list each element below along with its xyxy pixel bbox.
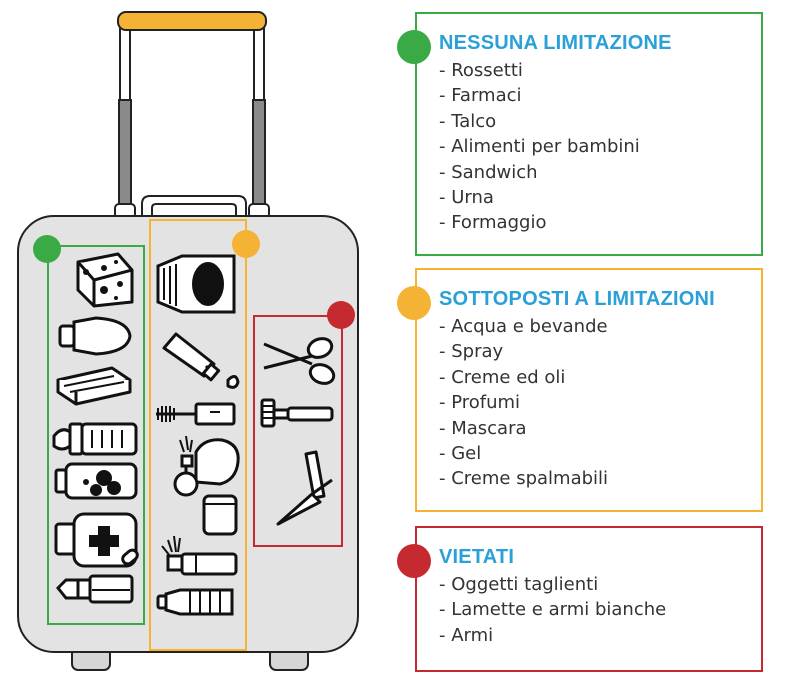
legend-item: Oggetti taglienti [439, 572, 666, 597]
zone-orange-frame [149, 219, 247, 651]
baby-food-jar-icon [58, 316, 132, 356]
orange-dot-icon [397, 286, 431, 320]
spread-jar-icon [156, 254, 236, 314]
first-aid-kit-icon [54, 512, 139, 568]
razor-icon [260, 398, 334, 428]
spray-can-icon [161, 535, 238, 576]
legend-item: Mascara [439, 416, 608, 441]
water-bottle-icon [156, 588, 234, 616]
mascara-icon [156, 402, 236, 426]
legend-no-limits: NESSUNA LIMITAZIONE Rossetti Farmaci Tal… [397, 12, 763, 256]
scissors-icon [263, 337, 336, 385]
legend-item: Rossetti [439, 58, 640, 83]
zone-green-frame [47, 245, 145, 625]
legend-forbidden: VIETATI Oggetti taglienti Lamette e armi… [397, 526, 763, 672]
legend-item: Acqua e bevande [439, 314, 608, 339]
legend-title: SOTTOPOSTI A LIMITAZIONI [439, 288, 715, 310]
cheese-icon [76, 252, 134, 308]
legend-item-list: Acqua e bevande Spray Creme ed oli Profu… [439, 314, 608, 492]
legend-item: Creme spalmabili [439, 466, 608, 491]
carry-handle [141, 195, 247, 218]
legend-item: Armi [439, 623, 666, 648]
cream-tube-icon [162, 332, 240, 389]
zone-orange-dot [232, 230, 260, 258]
talc-bottle-icon [54, 462, 138, 500]
legend-item: Urna [439, 185, 640, 210]
suitcase-illustration [17, 11, 359, 671]
legend-item: Profumi [439, 390, 608, 415]
legend-title: NESSUNA LIMITAZIONE [439, 32, 672, 54]
legend-item: Sandwich [439, 160, 640, 185]
trolley-handle [114, 11, 270, 219]
baby-bottle-icon [52, 422, 138, 456]
knife-icon [276, 450, 333, 526]
legend-item: Farmaci [439, 83, 640, 108]
legend-limited: SOTTOPOSTI A LIMITAZIONI Acqua e bevande… [397, 268, 763, 512]
zone-red-frame [253, 315, 343, 547]
perfume-bottles-icon [173, 435, 240, 497]
zone-red-dot [327, 301, 355, 329]
legend-item: Spray [439, 339, 608, 364]
legend-item-list: Oggetti taglienti Lamette e armi bianche… [439, 572, 666, 648]
legend-item: Lamette e armi bianche [439, 597, 666, 622]
legend-item: Talco [439, 109, 640, 134]
sandwich-icon [56, 366, 132, 406]
legend-item: Formaggio [439, 210, 640, 235]
gel-jar-icon [202, 494, 238, 536]
legend-item: Creme ed oli [439, 365, 608, 390]
red-dot-icon [397, 544, 431, 578]
handle-grip [117, 11, 267, 31]
legend-title: VIETATI [439, 546, 515, 568]
legend-item-list: Rossetti Farmaci Talco Alimenti per bamb… [439, 58, 640, 236]
green-dot-icon [397, 30, 431, 64]
legend-item: Gel [439, 441, 608, 466]
legend-item: Alimenti per bambini [439, 134, 640, 159]
lipstick-icon [55, 574, 134, 604]
zone-green-dot [33, 235, 61, 263]
